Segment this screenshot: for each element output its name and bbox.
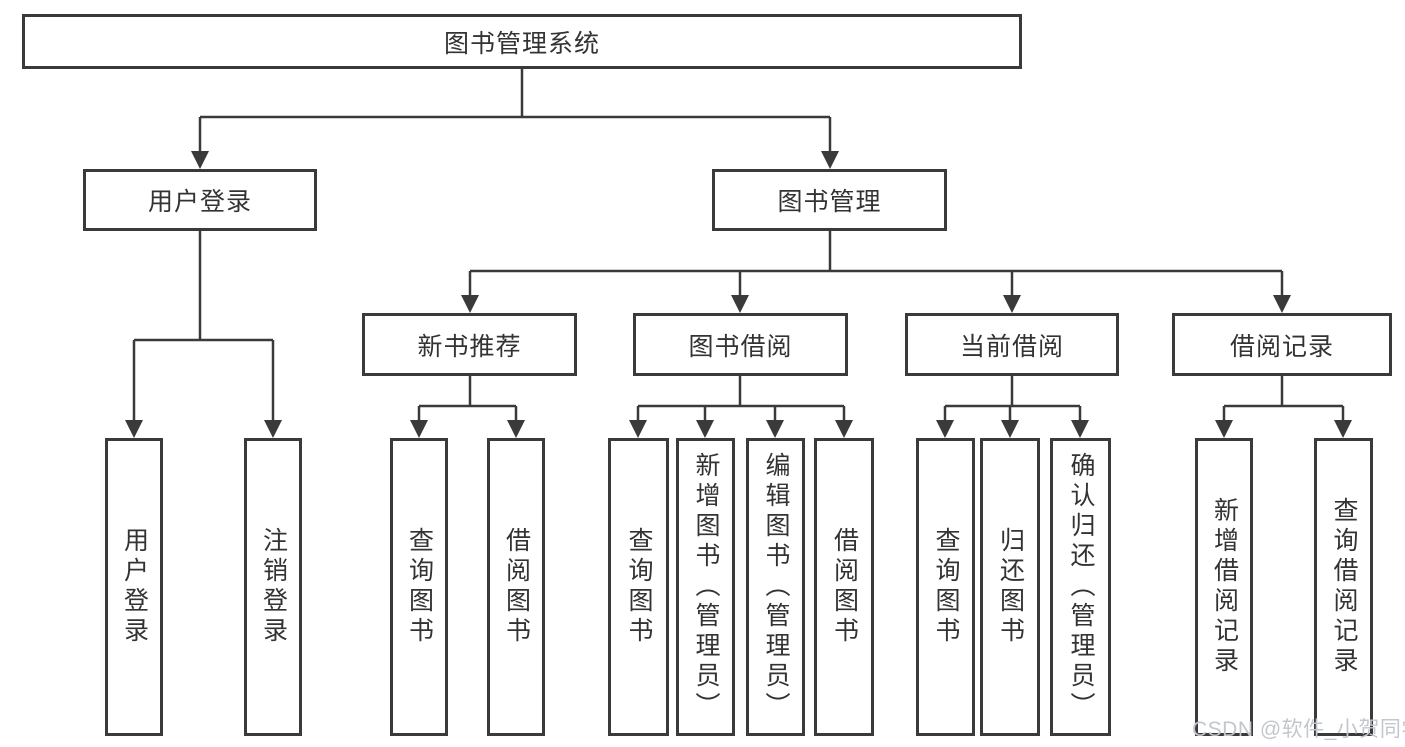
arrow-down-icon [1003, 295, 1021, 313]
node-label: 借阅图书 [502, 527, 531, 647]
node-label: 查询图书 [405, 527, 434, 647]
node-label: 注销登录 [259, 527, 288, 647]
connector-current-borrow [943, 376, 1082, 421]
node-leaf-return-books: 归还图书 [980, 438, 1040, 736]
node-label: 确认归还（管理员） [1067, 452, 1095, 722]
arrow-down-icon [461, 295, 479, 313]
arrow-down-icon [264, 420, 282, 438]
arrowheads [125, 151, 1352, 438]
node-leaf-query-books-3: 查询图书 [916, 438, 975, 736]
node-leaf-logout: 注销登录 [244, 438, 302, 736]
node-label: 归还图书 [996, 527, 1025, 647]
node-book-borrowing: 图书借阅 [633, 313, 848, 376]
node-label: 查询借阅记录 [1330, 497, 1358, 677]
node-label: 查询图书 [932, 527, 960, 647]
arrow-down-icon [936, 420, 954, 438]
node-current-borrowing: 当前借阅 [905, 313, 1119, 376]
arrow-down-icon [821, 151, 839, 169]
csdn-watermark: CSDN @软件_小贺同学 [1192, 718, 1405, 741]
node-book-management: 图书管理 [712, 169, 947, 231]
node-label: 图书借阅 [688, 332, 793, 361]
node-label: 当前借阅 [959, 332, 1064, 361]
node-label: 新增借阅记录 [1210, 497, 1239, 677]
arrow-down-icon [731, 295, 749, 313]
arrow-down-icon [1334, 420, 1352, 438]
node-leaf-borrow-books-2: 借阅图书 [814, 438, 874, 736]
arrow-down-icon [766, 420, 784, 438]
node-label: 图书管理 [777, 188, 882, 216]
arrow-down-icon [1071, 420, 1089, 438]
arrow-down-icon [410, 420, 428, 438]
arrow-down-icon [629, 420, 647, 438]
node-leaf-add-books-admin: 新增图书（管理员） [676, 438, 735, 736]
node-leaf-query-borrow-record: 查询借阅记录 [1314, 438, 1373, 736]
arrow-down-icon [1001, 420, 1019, 438]
node-label: 编辑图书（管理员） [762, 452, 790, 722]
connector-book-borrow [636, 376, 846, 421]
node-leaf-query-books-2: 查询图书 [608, 438, 669, 736]
node-label: 借阅图书 [830, 527, 859, 647]
node-leaf-query-books-1: 查询图书 [390, 438, 448, 736]
node-new-book-recommend: 新书推荐 [362, 313, 577, 376]
arrow-down-icon [696, 420, 714, 438]
arrow-down-icon [125, 420, 143, 438]
node-leaf-add-borrow-record: 新增借阅记录 [1195, 438, 1253, 736]
node-label: 新增图书（管理员） [692, 452, 720, 722]
arrow-down-icon [191, 151, 209, 169]
connector-new-books [417, 376, 518, 421]
node-label: 新书推荐 [417, 332, 522, 361]
connector-book-mgmt [468, 231, 1284, 296]
node-label: 借阅记录 [1229, 332, 1334, 361]
node-label: 查询图书 [625, 527, 653, 647]
arrow-down-icon [835, 420, 853, 438]
arrow-down-icon [1215, 420, 1233, 438]
node-label: 图书管理系统 [443, 29, 600, 58]
arrow-down-icon [507, 420, 525, 438]
node-label: 用户登录 [120, 527, 149, 647]
node-label: 用户登录 [147, 188, 252, 216]
connector-user-login [132, 231, 275, 421]
arrow-down-icon [1273, 295, 1291, 313]
node-borrowing-records: 借阅记录 [1172, 313, 1392, 376]
connector-borrow-record [1222, 376, 1345, 421]
node-leaf-user-login: 用户登录 [105, 438, 163, 736]
node-user-login: 用户登录 [83, 169, 317, 231]
node-leaf-edit-books-admin: 编辑图书（管理员） [746, 438, 805, 736]
node-leaf-confirm-return-admin: 确认归还（管理员） [1050, 438, 1111, 736]
connector-root [198, 69, 832, 152]
node-root-system: 图书管理系统 [22, 14, 1022, 69]
node-leaf-borrow-books-1: 借阅图书 [487, 438, 545, 736]
